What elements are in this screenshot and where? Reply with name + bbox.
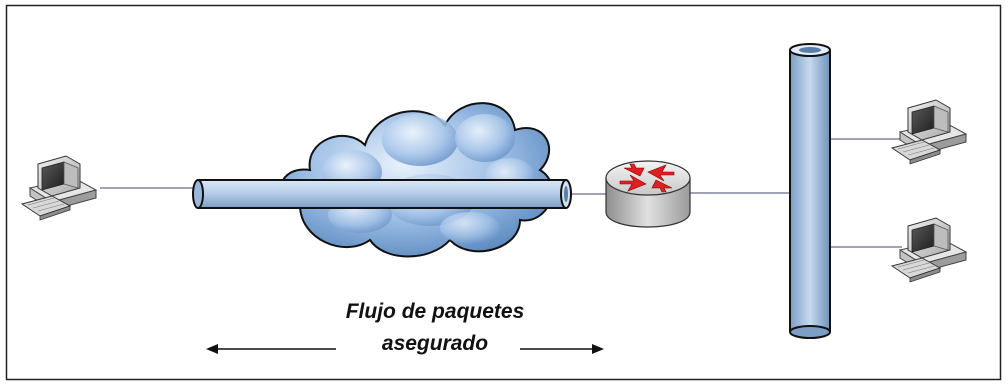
flow-arrow — [206, 344, 604, 354]
network-backbone-pipe — [789, 43, 831, 339]
caption-line-2: asegurado — [381, 332, 489, 355]
computer-icon — [21, 155, 97, 221]
computer-icon — [891, 99, 967, 165]
diagram-frame — [5, 4, 1002, 381]
computer-icon — [891, 217, 967, 283]
caption-line-1: Flujo de paquetes — [345, 300, 525, 323]
vpn-tunnel-pipe — [192, 179, 572, 209]
router-icon — [605, 160, 691, 228]
